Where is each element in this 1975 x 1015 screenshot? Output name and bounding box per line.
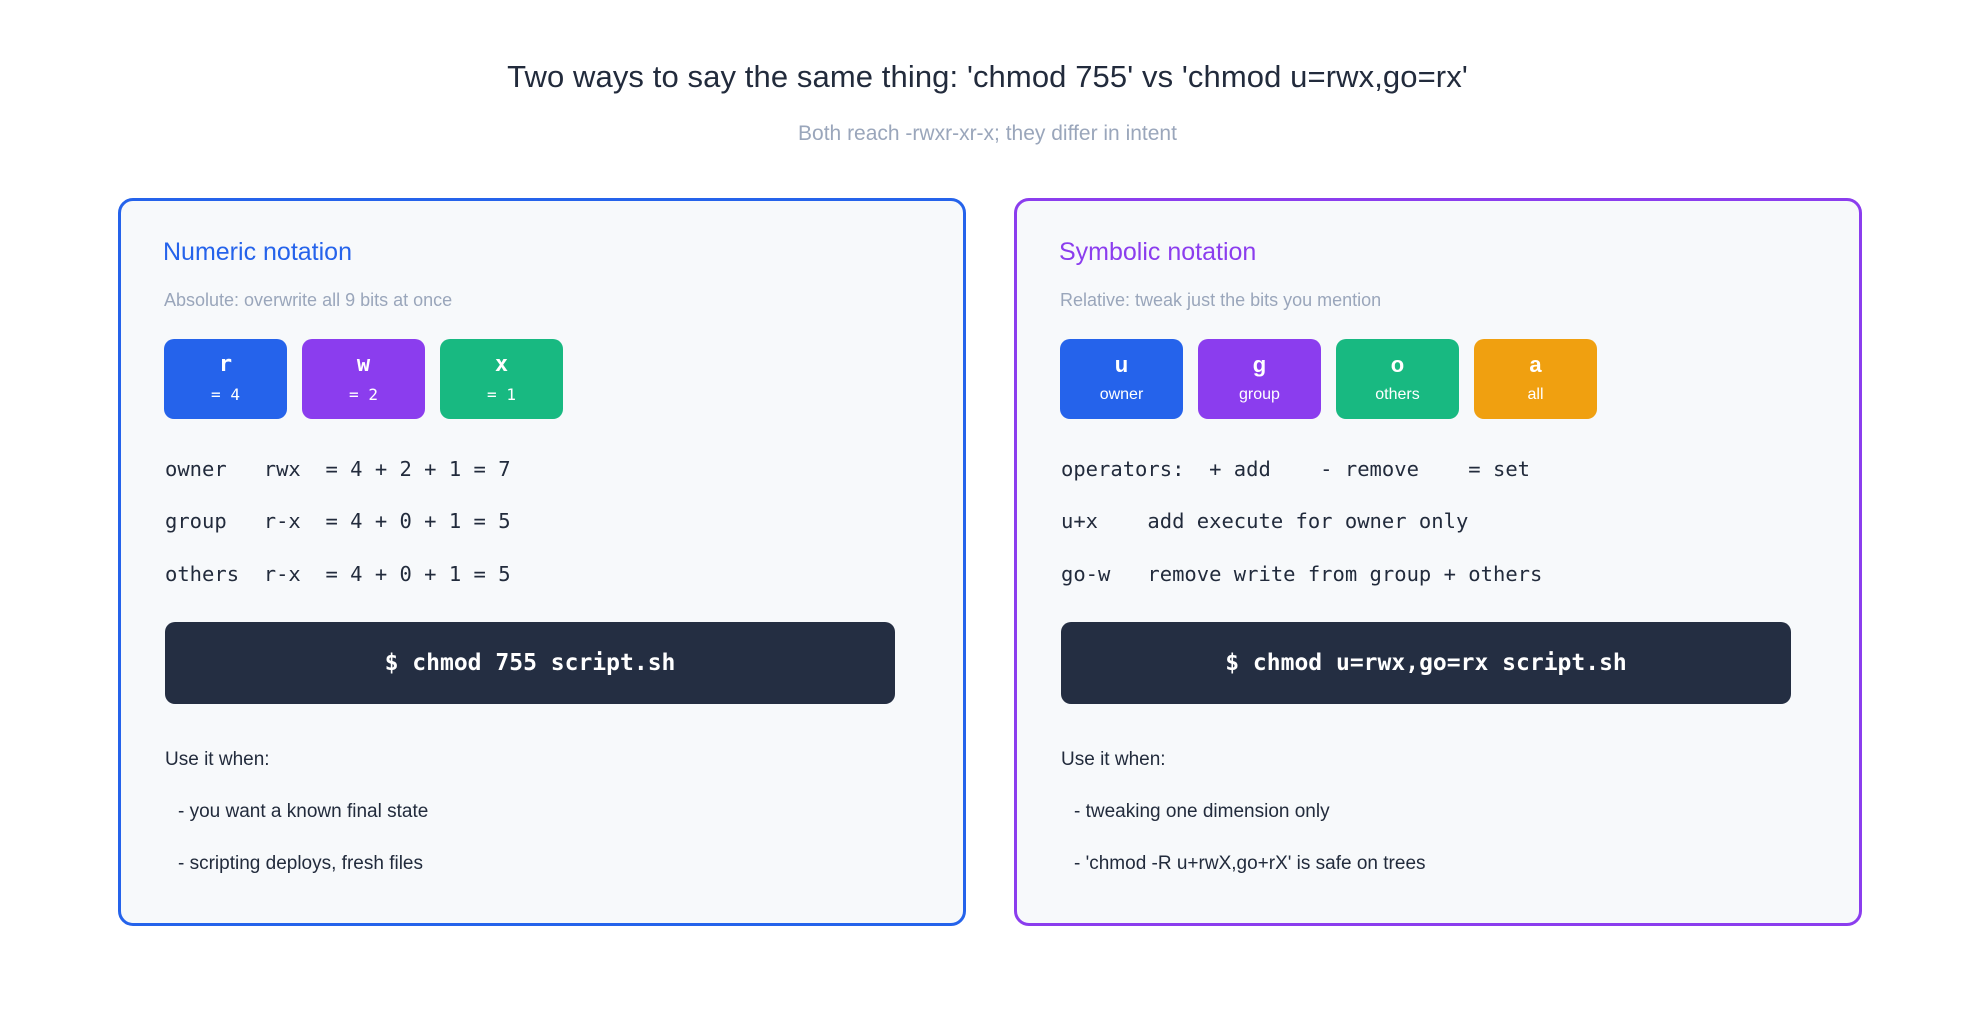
- chip-execute-key: x: [494, 352, 509, 378]
- chip-group[interactable]: g group: [1198, 338, 1321, 419]
- uses-block-symbolic: Use it when: - tweaking one dimension on…: [1061, 749, 1827, 875]
- chip-write-value: = 2: [349, 385, 378, 405]
- chip-read-value: = 4: [211, 385, 240, 405]
- chip-read-key: r: [218, 352, 233, 378]
- chip-all-key: a: [1529, 352, 1542, 378]
- chip-user-value: owner: [1099, 386, 1144, 404]
- symbolic-row-operators: operators: + add - remove = set: [1061, 456, 1530, 481]
- comparison-panels: Numeric notation Absolute: overwrite all…: [118, 198, 1902, 926]
- chip-write-key: w: [356, 352, 371, 378]
- use-item: - tweaking one dimension only: [1074, 801, 1330, 823]
- command-text-symbolic: $ chmod u=rwx,go=rx script.sh: [1225, 650, 1627, 677]
- chip-write[interactable]: w = 2: [302, 338, 425, 419]
- symbolic-row-remove-write: go-w remove write from group + others: [1061, 561, 1543, 586]
- uses-title-symbolic: Use it when:: [1061, 749, 1166, 771]
- panel-symbolic-notation: Symbolic notation Relative: tweak just t…: [1014, 198, 1862, 926]
- panel-title-symbolic: Symbolic notation: [1059, 238, 1257, 266]
- panel-numeric-notation: Numeric notation Absolute: overwrite all…: [118, 198, 966, 926]
- command-bar-numeric[interactable]: $ chmod 755 script.sh: [165, 622, 895, 705]
- symbolic-row-add-execute: u+x add execute for owner only: [1061, 509, 1469, 534]
- chip-read[interactable]: r = 4: [164, 338, 287, 419]
- use-item: - scripting deploys, fresh files: [178, 853, 423, 875]
- symbolic-breakdown-rows: operators: + add - remove = set u+x add …: [1061, 457, 1827, 588]
- numeric-row-others: others r-x = 4 + 0 + 1 = 5: [165, 561, 511, 586]
- panel-subtitle-symbolic: Relative: tweak just the bits you mentio…: [1060, 290, 1382, 310]
- chip-execute-value: = 1: [487, 385, 516, 405]
- numeric-row-group: group r-x = 4 + 0 + 1 = 5: [165, 509, 511, 534]
- command-text-numeric: $ chmod 755 script.sh: [384, 650, 676, 677]
- chip-row-symbolic: u owner g group o others a all: [1060, 338, 1827, 419]
- chip-others-value: others: [1375, 386, 1420, 404]
- chip-execute[interactable]: x = 1: [440, 338, 563, 419]
- numeric-row-owner: owner rwx = 4 + 2 + 1 = 7: [165, 456, 511, 481]
- chip-user-key: u: [1114, 352, 1129, 378]
- numeric-breakdown-rows: owner rwx = 4 + 2 + 1 = 7 group r-x = 4 …: [165, 457, 931, 588]
- panel-subtitle-numeric: Absolute: overwrite all 9 bits at once: [164, 290, 453, 310]
- command-bar-symbolic[interactable]: $ chmod u=rwx,go=rx script.sh: [1061, 622, 1791, 705]
- page-subtitle: Both reach -rwxr-xr-x; they differ in in…: [798, 122, 1177, 146]
- chip-all[interactable]: a all: [1474, 338, 1597, 419]
- chip-user[interactable]: u owner: [1060, 338, 1183, 419]
- chip-all-value: all: [1527, 386, 1544, 404]
- chip-others-key: o: [1390, 352, 1405, 378]
- chip-others[interactable]: o others: [1336, 338, 1459, 419]
- uses-block-numeric: Use it when: - you want a known final st…: [165, 749, 931, 875]
- chip-row-numeric: r = 4 w = 2 x = 1: [164, 338, 931, 419]
- chip-group-key: g: [1252, 352, 1267, 378]
- chip-group-value: group: [1239, 386, 1280, 404]
- use-item: - 'chmod -R u+rwX,go+rX' is safe on tree…: [1074, 853, 1426, 875]
- uses-title-numeric: Use it when:: [165, 749, 270, 771]
- panel-title-numeric: Numeric notation: [163, 238, 352, 266]
- page-title: Two ways to say the same thing: 'chmod 7…: [507, 59, 1468, 94]
- page-header: Two ways to say the same thing: 'chmod 7…: [0, 0, 1975, 146]
- use-item: - you want a known final state: [178, 801, 429, 823]
